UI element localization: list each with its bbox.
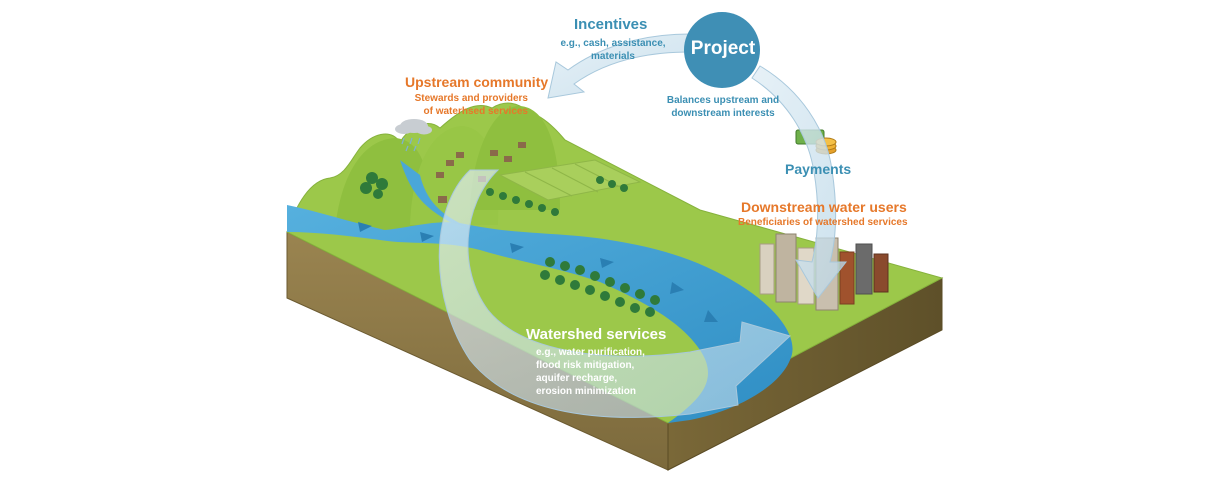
trees [360, 172, 660, 317]
incentives-desc-line-2: materials [591, 51, 635, 62]
project-desc: Balances upstream and downstream interes… [656, 94, 790, 120]
watershed-desc-line-3: aquifer recharge, [536, 373, 618, 384]
payments-title: Payments [785, 161, 852, 177]
watershed-title: Watershed services [526, 326, 667, 343]
upstream-desc-line-2: of waterhsed services [423, 106, 529, 117]
watershed-desc: e.g., water purification, flood risk mit… [536, 346, 645, 398]
watershed-desc-line-4: erosion minimization [536, 386, 637, 397]
incentives-desc-line-1: e.g., cash, assistance, [560, 38, 666, 49]
project-label: Project [690, 38, 756, 59]
river-flow-arrows [358, 222, 718, 322]
incentives-title: Incentives [574, 16, 648, 33]
upstream-desc: Stewards and providers of waterhsed serv… [398, 92, 528, 118]
watershed-services-arrow [438, 169, 791, 418]
upstream-title: Upstream community [405, 74, 549, 90]
farm-fields [498, 159, 642, 201]
downstream-desc: Beneficiaries of watershed services [738, 217, 908, 228]
project-desc-line-2: downstream interests [671, 108, 775, 119]
cycle-arrows [438, 33, 848, 418]
project-circle [684, 12, 760, 88]
watershed-desc-line-1: e.g., water purification, [536, 347, 645, 358]
river [287, 205, 793, 423]
incentives-desc: e.g., cash, assistance, materials [548, 37, 678, 63]
rain-cloud-icon [395, 119, 432, 152]
creek [400, 160, 470, 228]
project-desc-line-1: Balances upstream and [666, 95, 780, 106]
upstream-desc-line-1: Stewards and providers [414, 93, 528, 104]
downstream-title: Downstream water users [741, 199, 907, 215]
watershed-desc-line-2: flood risk mitigation, [536, 360, 635, 371]
payments-arrow [751, 65, 848, 299]
incentives-arrow [547, 33, 691, 99]
